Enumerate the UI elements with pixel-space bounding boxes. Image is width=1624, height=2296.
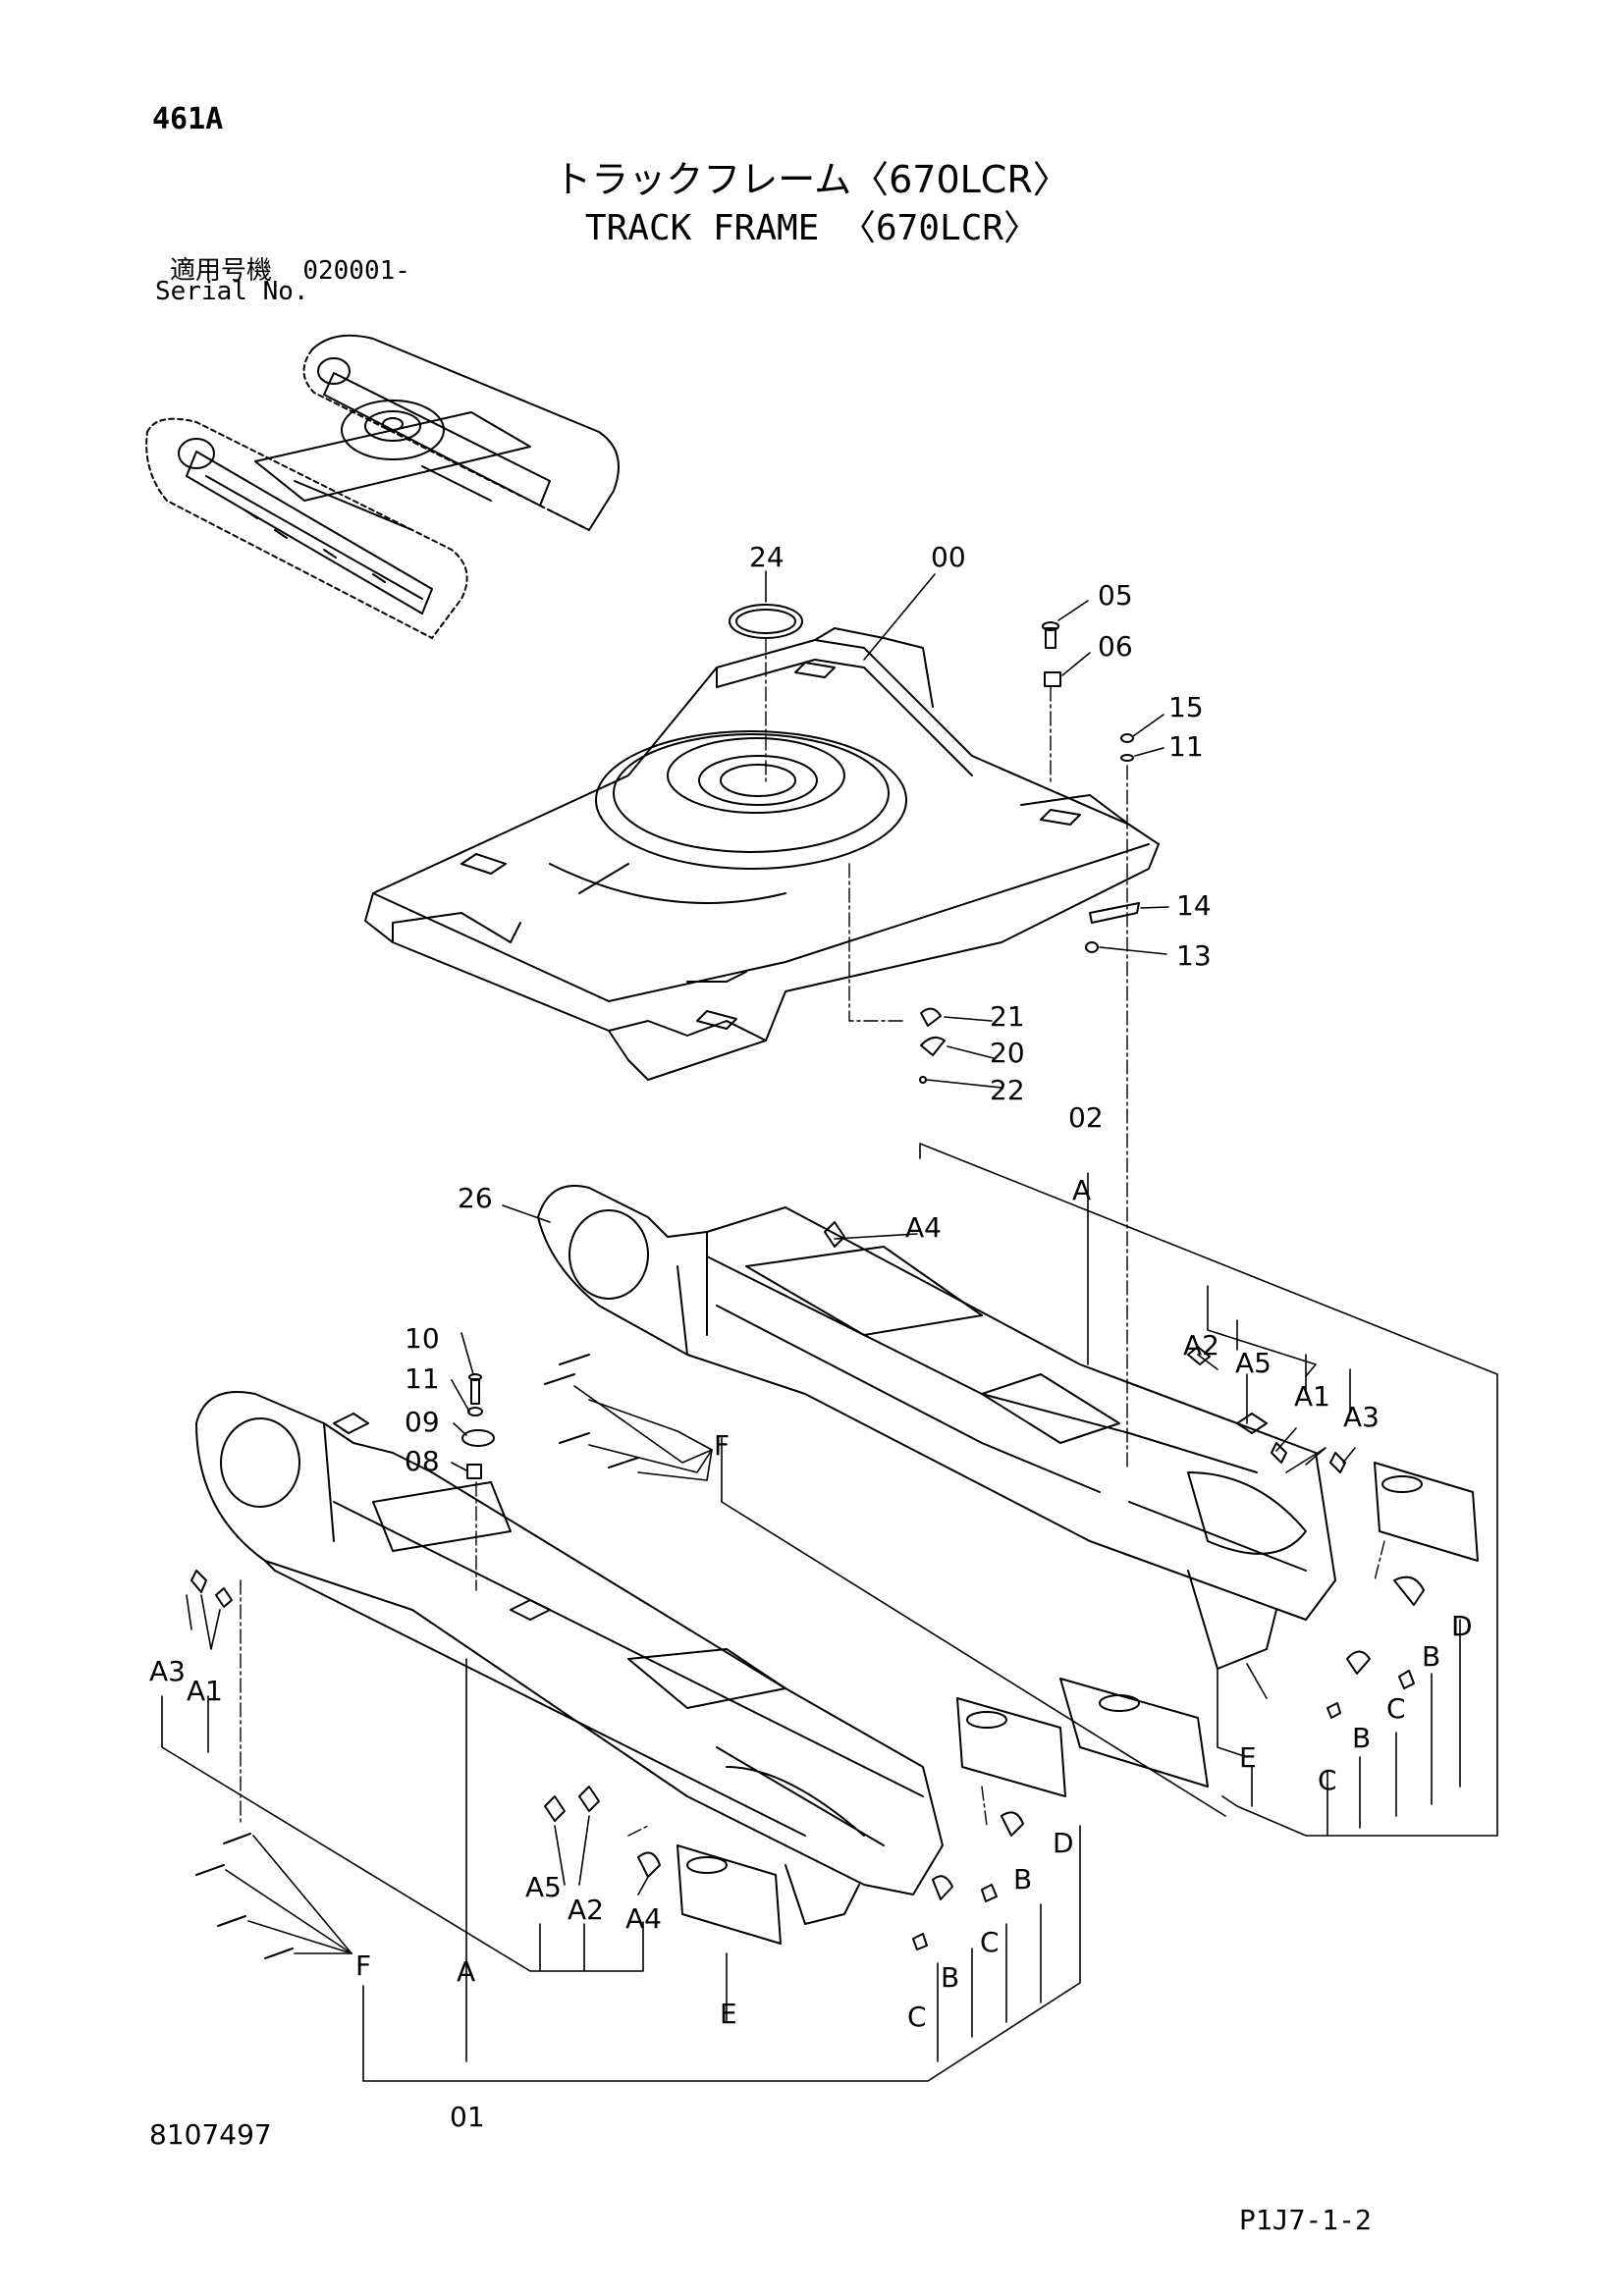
callout-F-lower: F bbox=[355, 1949, 371, 1982]
callout-F-upper: F bbox=[714, 1429, 730, 1462]
callout-02: 02 bbox=[1068, 1101, 1104, 1134]
callout-B-upper-2: B bbox=[1352, 1722, 1371, 1754]
drawing-part-number: 8107497 bbox=[149, 2118, 272, 2151]
callout-26: 26 bbox=[458, 1182, 493, 1214]
callout-C-lower-2: C bbox=[907, 2001, 927, 2033]
callout-14: 14 bbox=[1176, 889, 1212, 922]
callout-B-lower-2: B bbox=[941, 1961, 959, 1994]
callout-A5-upper: A5 bbox=[1235, 1347, 1272, 1379]
undercarriage-overview-illustration bbox=[145, 334, 620, 639]
track-side-frame-01 bbox=[190, 1373, 1066, 1959]
upper-frame-body bbox=[364, 627, 1160, 1081]
callout-C-lower: C bbox=[980, 1926, 1000, 1958]
callout-01: 01 bbox=[450, 2101, 485, 2133]
callout-A2-lower: A2 bbox=[568, 1894, 604, 1926]
callout-15: 15 bbox=[1168, 691, 1204, 723]
callout-E-upper: E bbox=[1239, 1741, 1257, 1774]
callout-20: 20 bbox=[990, 1037, 1025, 1069]
callout-22: 22 bbox=[990, 1074, 1025, 1106]
alignment-lines bbox=[240, 637, 1385, 1837]
callout-A-lower: A bbox=[457, 1955, 475, 1988]
callout-D-upper: D bbox=[1451, 1610, 1473, 1642]
callout-A4-lower: A4 bbox=[625, 1902, 662, 1935]
callout-09: 09 bbox=[405, 1406, 440, 1438]
serial-applicable-row: 適用号機 020001- bbox=[170, 250, 410, 287]
track-side-frame-02 bbox=[537, 1185, 1479, 1788]
callout-A1-upper: A1 bbox=[1294, 1380, 1330, 1413]
callout-11-upper: 11 bbox=[1168, 730, 1204, 763]
callout-C-upper: C bbox=[1386, 1692, 1406, 1725]
callout-13: 13 bbox=[1176, 939, 1212, 972]
callout-A1-lower: A1 bbox=[187, 1675, 223, 1707]
callout-A4-upper: A4 bbox=[905, 1211, 942, 1244]
callout-00: 00 bbox=[931, 541, 966, 573]
serial-label-jp: 適用号機 bbox=[170, 256, 273, 286]
callout-E-lower: E bbox=[720, 1998, 737, 2030]
serial-value: 020001- bbox=[302, 256, 410, 286]
callout-C-upper-2: C bbox=[1318, 1764, 1337, 1796]
callout-06: 06 bbox=[1098, 630, 1133, 663]
callout-labels: 24 00 05 06 15 11 14 13 21 20 22 02 26 A… bbox=[149, 541, 1473, 2133]
callout-10: 10 bbox=[405, 1322, 440, 1355]
grouping-brackets bbox=[161, 1143, 1498, 2082]
callout-A2-upper: A2 bbox=[1183, 1329, 1219, 1362]
callout-24: 24 bbox=[749, 541, 785, 573]
page-number: 461A bbox=[152, 102, 224, 136]
callout-11-lower: 11 bbox=[405, 1362, 440, 1395]
callout-21: 21 bbox=[990, 1000, 1025, 1033]
callout-08: 08 bbox=[405, 1445, 440, 1477]
callout-D-lower: D bbox=[1053, 1827, 1074, 1859]
callout-A-upper: A bbox=[1072, 1174, 1091, 1206]
callout-A3-upper: A3 bbox=[1343, 1401, 1380, 1433]
figure-code: P1J7-1-2 bbox=[1239, 2204, 1372, 2236]
serial-label-en: Serial No. bbox=[155, 277, 309, 306]
callout-B-lower: B bbox=[1013, 1863, 1032, 1896]
callout-A5-lower: A5 bbox=[525, 1871, 562, 1903]
leader-lines bbox=[186, 570, 1356, 1954]
callout-A3-lower: A3 bbox=[149, 1655, 186, 1687]
callout-05: 05 bbox=[1098, 579, 1133, 612]
title-japanese: トラックフレーム〈670LCR〉 bbox=[554, 158, 1070, 201]
title-english: TRACK FRAME 〈670LCR〉 bbox=[584, 208, 1040, 248]
callout-B-upper: B bbox=[1422, 1640, 1440, 1673]
fastener-stack-right bbox=[919, 621, 1140, 1084]
